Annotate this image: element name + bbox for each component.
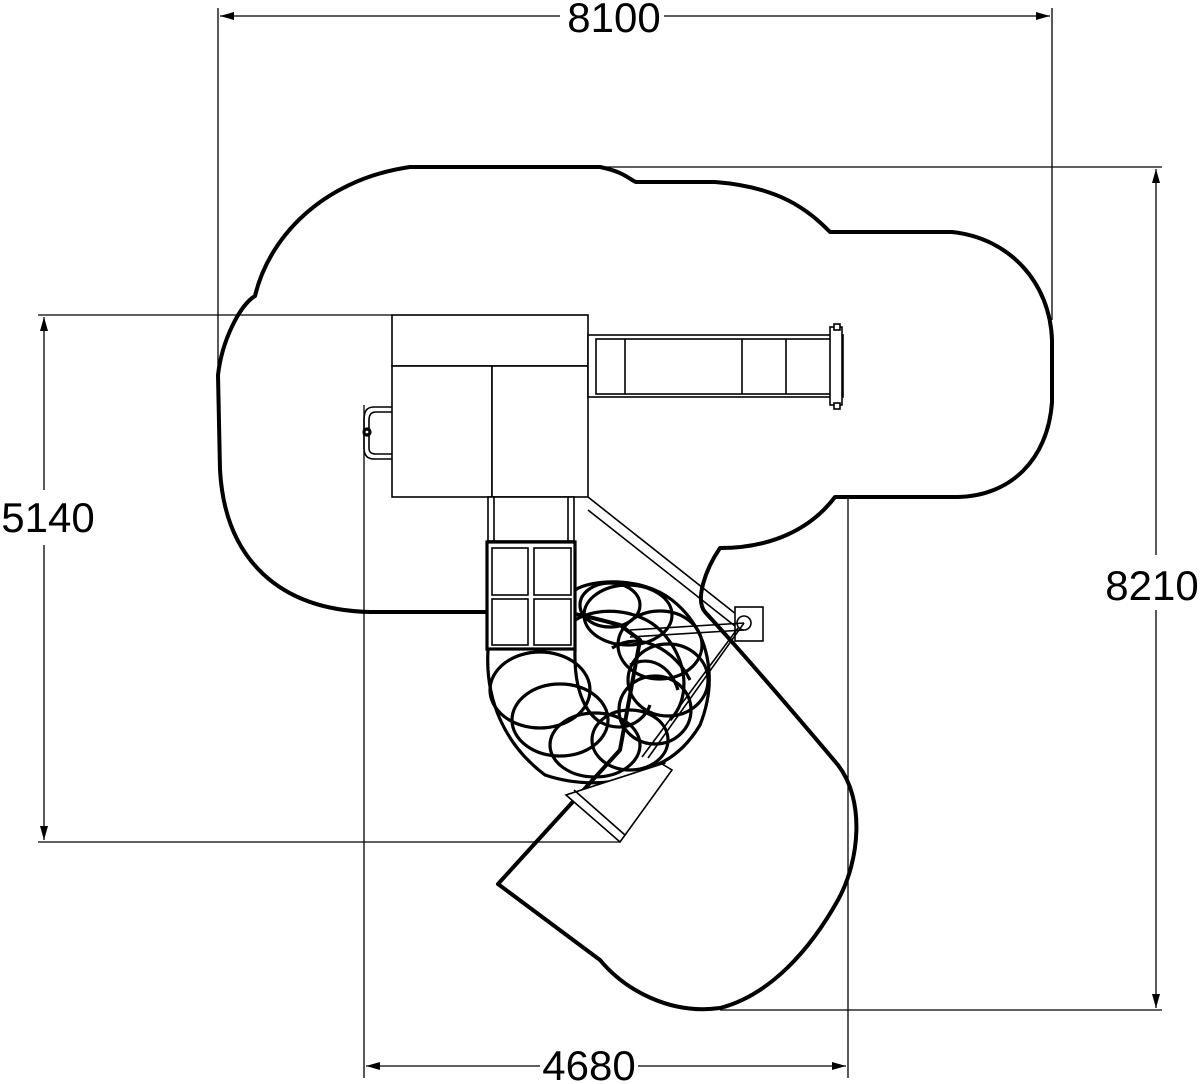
lower-box-pane [533,598,572,646]
dimension-bottom-label: 4680 [542,1042,635,1084]
tower-right-panel [491,365,589,498]
lower-box-pane [533,547,572,596]
dimension-left-label: 5140 [1,494,94,541]
lower-box-pane [491,547,529,596]
stair-post [487,496,575,542]
bridge-end-cap [833,323,841,331]
tower-left-panel [391,365,493,498]
diagonal-beam [587,496,747,623]
dimension-bottom: 4680 [363,405,849,1084]
dimension-right: 8210 [600,166,1199,1011]
dimension-top-label: 8100 [567,0,660,41]
slide-exit-chute [564,763,674,844]
safety-zone-outline [216,165,1054,1012]
bridge-end-cap [833,402,841,410]
diagonal-beam [587,509,741,631]
dimension-right-label: 8210 [1105,562,1198,609]
bridge-rail-top [595,338,834,395]
side-handle-inner [368,411,392,455]
slide-exit-rail [573,789,626,836]
swing-arm [629,629,745,638]
swing-arm [641,627,739,758]
bridge-end-post [829,326,843,406]
handle-bolt [362,427,372,437]
swing-arm [647,622,745,759]
swing-arm [629,622,745,631]
spiral-tube-slide [486,580,711,785]
dimension-top: 8100 [217,0,1053,378]
upper-deck [391,314,589,367]
dimension-left: 5140 [1,314,620,843]
lower-box-pane [491,598,529,646]
